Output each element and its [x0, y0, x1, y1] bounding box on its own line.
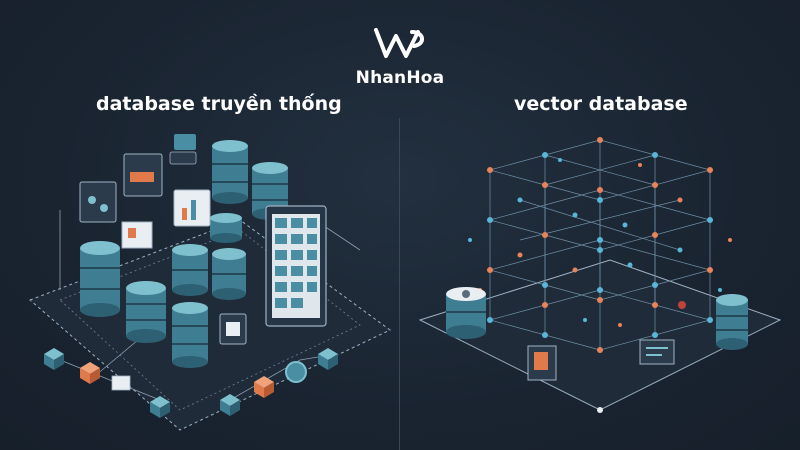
- database-cylinder-icon: [210, 213, 242, 243]
- database-cylinder-icon: [716, 294, 748, 350]
- monitor-panel-icon: [220, 314, 246, 344]
- table-grid-icon: [266, 206, 326, 326]
- vector-node-points: [468, 137, 732, 413]
- monitor-panel-icon: [124, 154, 162, 196]
- vector-database-title: vector database: [514, 93, 688, 115]
- database-cylinder-icon: [212, 140, 248, 204]
- chart-panel-icon: [174, 190, 210, 226]
- database-cylinder-icon: [172, 302, 208, 368]
- database-cylinder-icon: [80, 241, 120, 317]
- small-cube-icon: [80, 362, 100, 384]
- traditional-database-illustration: [0, 0, 400, 450]
- profile-card-icon: [122, 222, 152, 248]
- chat-bubble-icon: [170, 134, 196, 164]
- document-card-icon: [528, 346, 556, 380]
- database-cylinder-icon: [126, 281, 166, 343]
- coin-icon: [286, 362, 306, 382]
- database-cylinder-icon: [446, 287, 486, 339]
- small-cube-icon: [44, 348, 64, 370]
- vector-platform-outline: [420, 260, 780, 410]
- vector-cube-wireframe: [490, 140, 710, 350]
- database-cylinder-icon: [212, 248, 246, 300]
- document-card-icon: [640, 340, 674, 364]
- database-cylinder-icon: [172, 244, 208, 296]
- small-card-icon: [112, 376, 130, 390]
- monitor-panel-icon: [80, 182, 116, 222]
